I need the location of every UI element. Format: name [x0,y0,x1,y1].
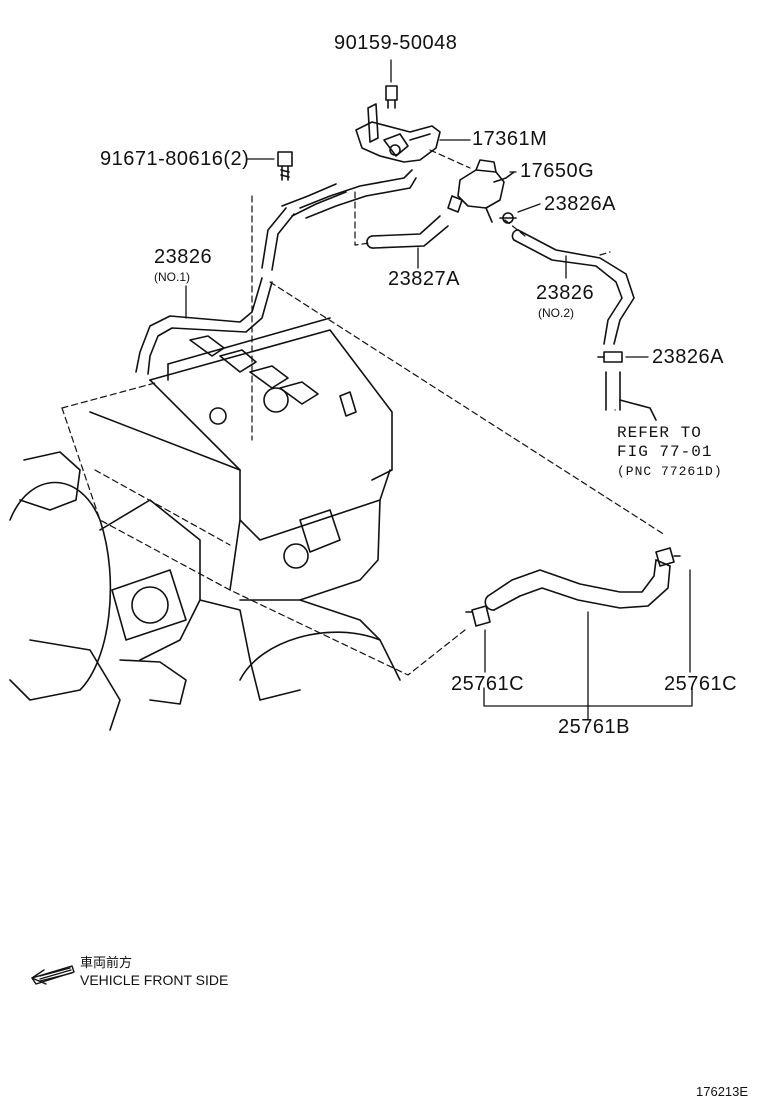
hose-23827a [366,215,449,249]
clamp-25761c-left [465,605,491,627]
bolt-90159 [385,85,398,109]
label-23826-no2: 23826 [536,282,595,304]
refer-line1: REFER TO [617,424,702,442]
refer-line3: (PNC 77261D) [617,464,723,479]
label-23826-no1-sub: (NO.1) [154,270,190,284]
bolt-91671 [277,151,293,181]
label-90159: 90159-50048 [334,32,458,54]
hose-23826-no2 [511,229,635,345]
clip-23826a-mid [597,351,623,363]
label-23827a: 23827A [388,268,460,290]
label-17650g: 17650G [520,160,595,182]
reference-lines [61,149,666,676]
direction-english: VEHICLE FRONT SIDE [80,972,229,988]
label-17361m: 17361M [472,128,548,150]
clip-23826a-top [499,212,517,224]
direction-japanese: 車両前方 [80,955,133,970]
label-23826-no1: 23826 [154,246,213,268]
label-25761c-left: 25761C [451,673,525,695]
label-23826a-mid: 23826A [652,346,724,368]
vsv-17650g [447,159,515,223]
engine-outline [9,317,401,731]
clamp-25761c-right [655,547,681,567]
pipe-refer [605,371,657,421]
label-25761c-right: 25761C [664,673,738,695]
label-23826a-top: 23826A [544,193,616,215]
refer-line2: FIG 77-01 [617,443,713,461]
hose-25761b [484,559,671,611]
hose-23826-no1 [135,169,417,375]
label-25761b: 25761B [558,716,630,738]
label-91671: 91671-80616(2) [100,148,250,170]
figure-id: 176213E [696,1084,749,1099]
leader-lines [185,59,693,721]
arrow-left-icon [31,965,75,985]
label-23826-no2-sub: (NO.2) [538,306,574,320]
bracket-17361m [355,103,441,163]
